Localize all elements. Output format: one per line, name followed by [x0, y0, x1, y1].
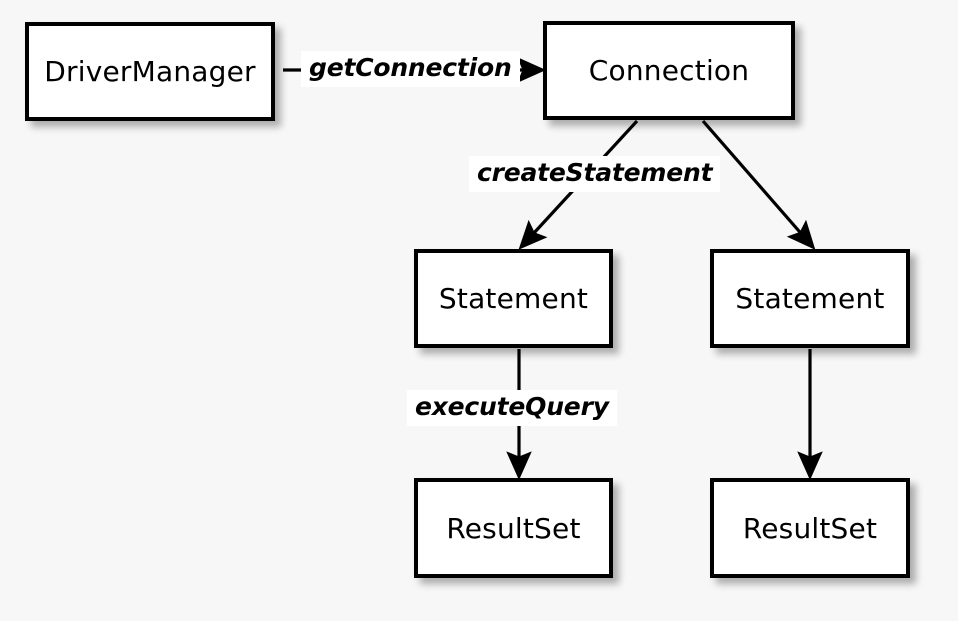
node-drivermanager-label: DriverManager	[44, 55, 256, 88]
node-connection[interactable]: Connection	[543, 21, 795, 120]
node-statement-left[interactable]: Statement	[414, 249, 613, 348]
edge-label-createstatement: createStatement	[469, 156, 721, 192]
node-resultset-right[interactable]: ResultSet	[710, 478, 910, 578]
node-statement-right[interactable]: Statement	[710, 249, 910, 348]
edge-label-getconnection: getConnection	[301, 51, 520, 87]
node-drivermanager[interactable]: DriverManager	[25, 22, 275, 121]
edge-connection-statement-right-line	[701, 119, 816, 250]
node-resultset-left-label: ResultSet	[446, 511, 581, 545]
node-connection-label: Connection	[588, 54, 750, 87]
edge-label-executequery: executeQuery	[407, 390, 617, 426]
node-resultset-right-label: ResultSet	[742, 511, 878, 545]
node-statement-left-label: Statement	[438, 282, 589, 315]
node-resultset-left[interactable]: ResultSet	[414, 478, 613, 578]
node-statement-right-label: Statement	[735, 282, 885, 315]
